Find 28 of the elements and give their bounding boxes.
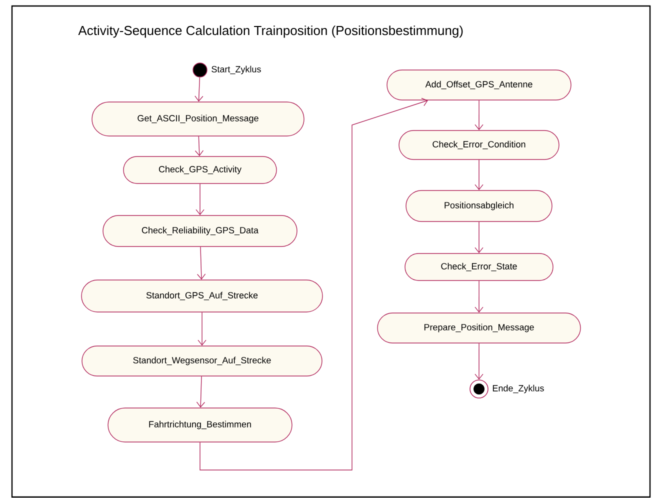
activity-box: Add_Offset_GPS_Antenne [386,70,572,100]
activity-box: Check_GPS_Activity [123,156,277,184]
activity-box: Prepare_Position_Message [377,312,581,344]
arrow [196,376,206,408]
activity-box: Get_ASCII_Position_Message [92,102,304,136]
activity-box: Check_Reliability_GPS_Data [102,215,298,247]
arrow [474,343,484,380]
arrow [474,222,484,254]
node-label: Ende_Zyklus [492,384,544,394]
node-label: Start_Zyklus [212,66,261,74]
activity-box: Standort_GPS_Auf_Strecke [81,280,323,312]
start-node [192,62,208,78]
arrow [198,312,206,346]
activity-box: Check_Error_Condition [398,130,560,160]
activity-box: Standort_Wegsensor_Auf_Strecke [82,346,322,376]
end-node [470,380,488,398]
arrow [196,246,206,280]
arrow [474,280,484,313]
arrow [196,184,204,216]
arrow [474,100,484,130]
arrow [474,160,484,190]
activity-box: Fahrtrichtung_Bestimmen [108,408,292,442]
arrow [194,136,204,156]
title: Activity-Sequence Calculation Trainposition (Positionsbestimmung) [78,26,463,38]
arrow [200,98,428,470]
activity-box: Positionsabgleich [406,190,552,222]
arrow [194,77,204,102]
activity-box: Check_Error_State [404,253,554,281]
